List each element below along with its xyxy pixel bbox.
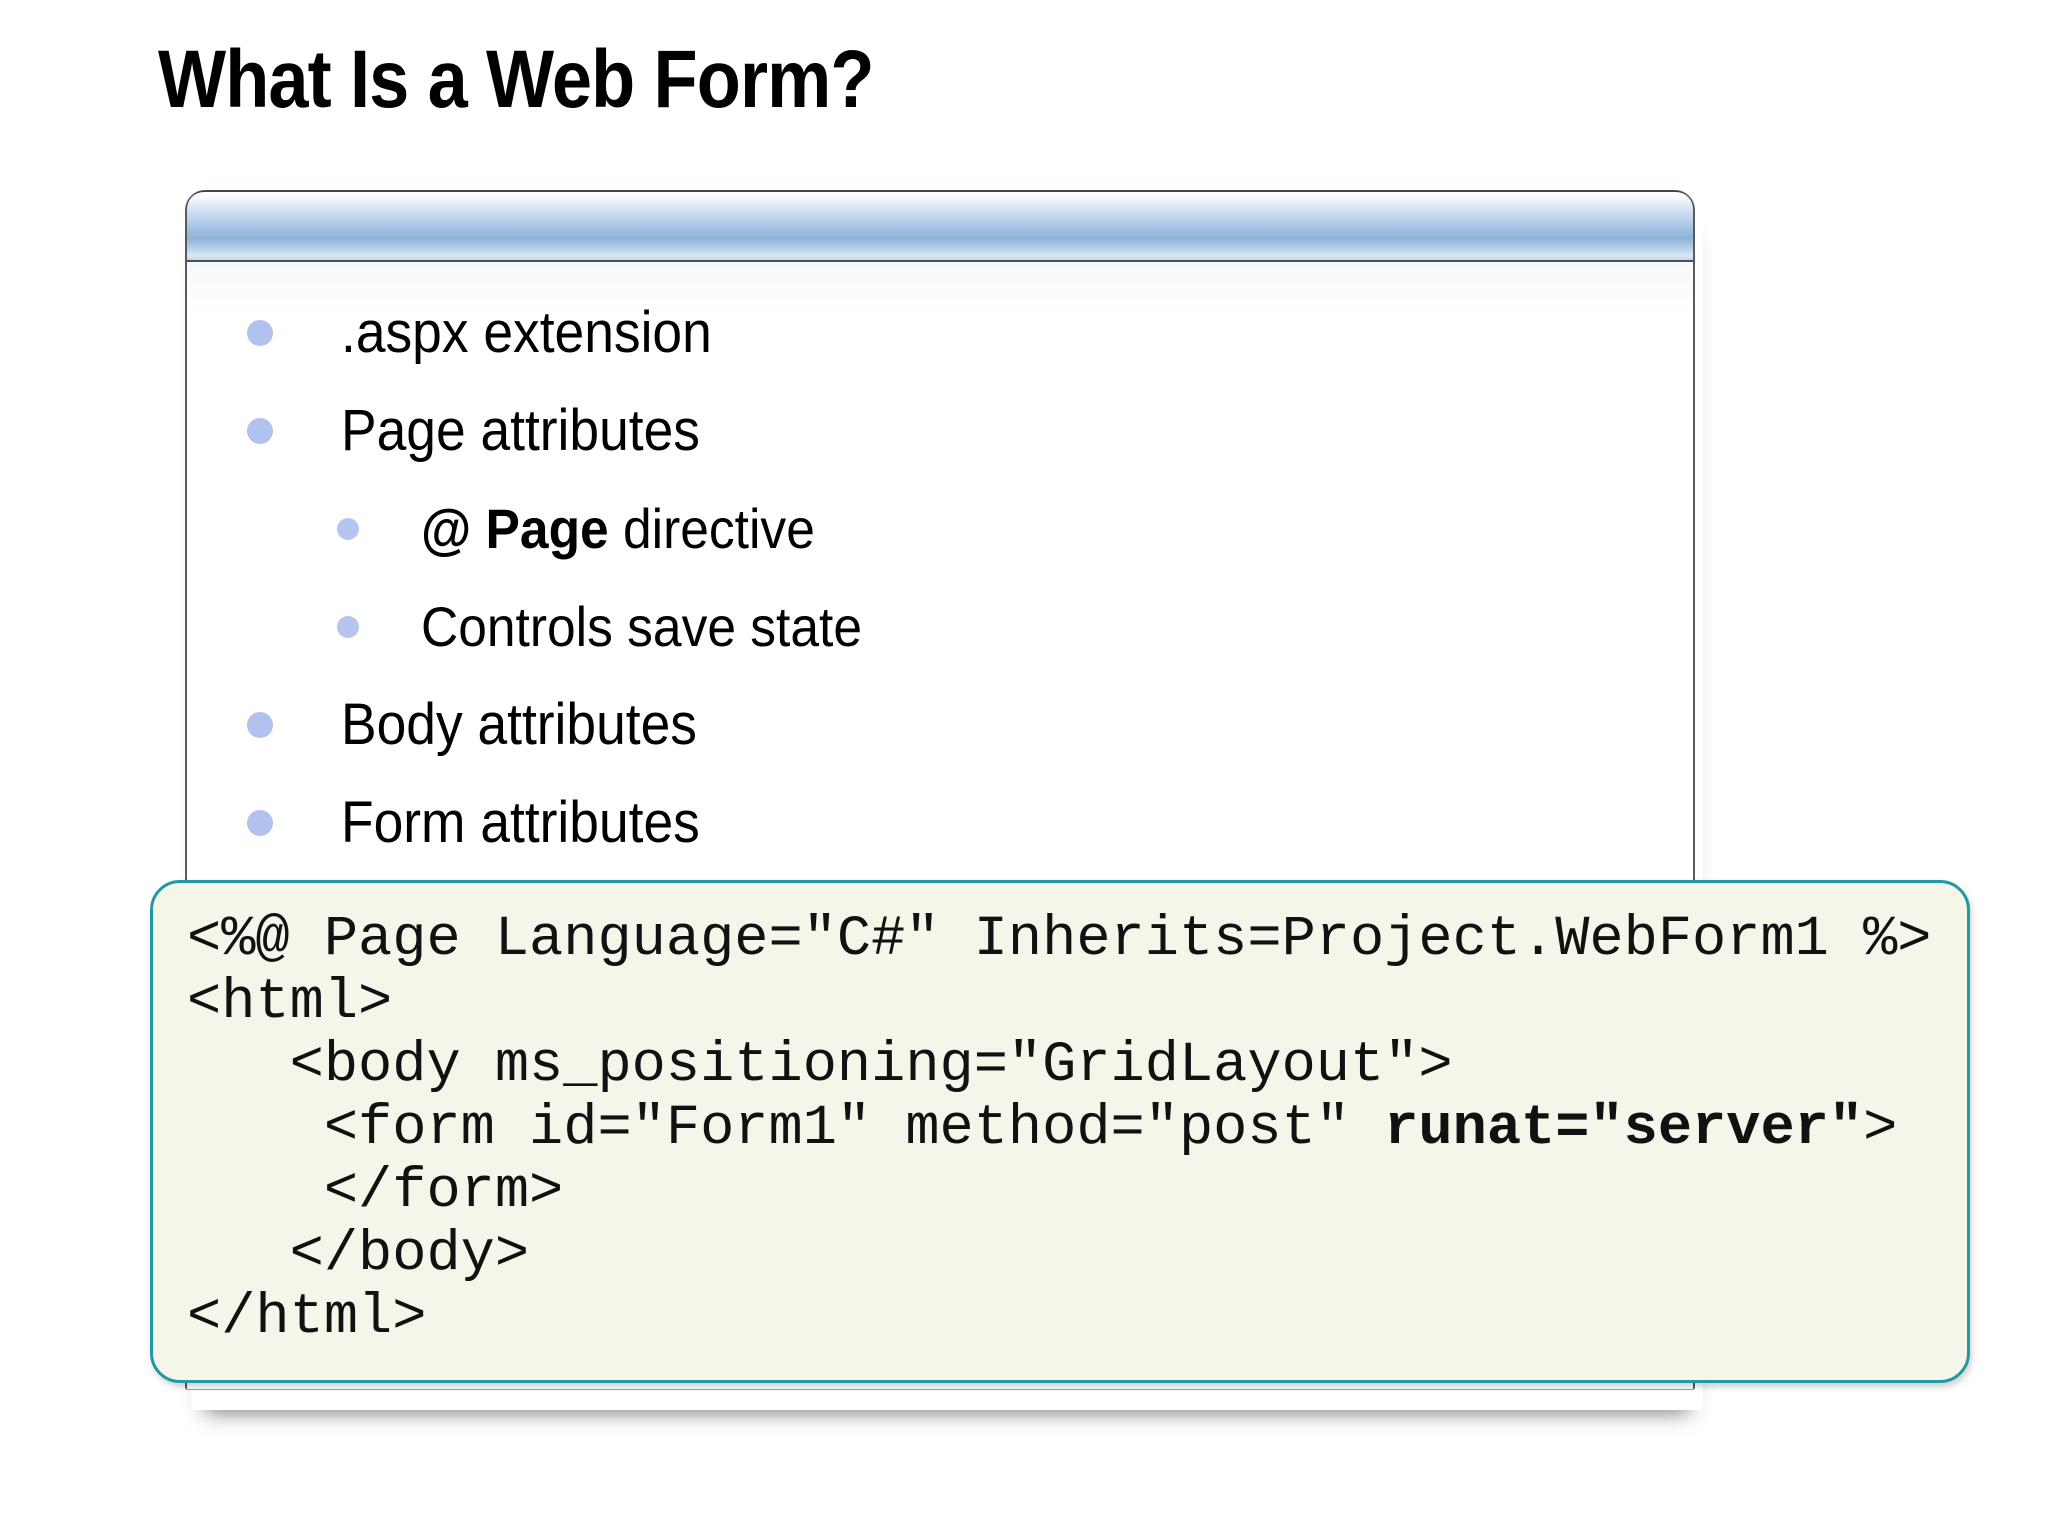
code-segment-runat-server: runat="server" bbox=[1384, 1097, 1864, 1161]
bullet-label-aspx-extension: .aspx extension bbox=[341, 300, 712, 365]
bullet-label-form-attributes: Form attributes bbox=[341, 790, 700, 855]
bullet-dot-icon bbox=[247, 320, 273, 346]
code-line: </form> bbox=[187, 1160, 564, 1224]
bullet-label-page-directive-rest: directive bbox=[608, 497, 815, 560]
bullet-dot-icon bbox=[247, 810, 273, 836]
bullet-label-page-directive-bold: @ Page bbox=[421, 497, 609, 560]
panel-title-bar bbox=[187, 190, 1693, 262]
bullet-label-page-attributes: Page attributes bbox=[341, 398, 700, 463]
bullet-label-controls-save-state: Controls save state bbox=[421, 595, 862, 658]
bullet-dot-icon bbox=[337, 616, 359, 638]
page-title: What Is a Web Form? bbox=[158, 34, 875, 125]
bullet-dot-icon bbox=[247, 418, 273, 444]
list-item: Page attributes bbox=[187, 382, 1693, 480]
code-line-form-tag: <form id="Form1" method="post" runat="se… bbox=[187, 1098, 1933, 1161]
code-line: <html> bbox=[187, 971, 393, 1035]
code-line: </body> bbox=[187, 1223, 530, 1287]
bullet-list: .aspx extension Page attributes @ Page d… bbox=[187, 284, 1693, 872]
code-line: <body ms_positioning="GridLayout"> bbox=[187, 1034, 1453, 1098]
list-item: Controls save state bbox=[187, 578, 1693, 676]
list-item: Body attributes bbox=[187, 676, 1693, 774]
bullet-label-page-directive: @ Page directive bbox=[421, 498, 815, 560]
code-line: <%@ Page Language="C#" Inherits=Project.… bbox=[187, 908, 1932, 972]
bullet-dot-icon bbox=[337, 518, 359, 540]
code-line: </html> bbox=[187, 1286, 427, 1350]
list-item: Form attributes bbox=[187, 774, 1693, 872]
bullet-label-body-attributes: Body attributes bbox=[341, 692, 697, 757]
bullet-dot-icon bbox=[247, 712, 273, 738]
code-segment-form-suffix: > bbox=[1863, 1097, 1898, 1161]
code-callout-box: <%@ Page Language="C#" Inherits=Project.… bbox=[150, 880, 1970, 1383]
list-item: @ Page directive bbox=[187, 480, 1693, 578]
list-item: .aspx extension bbox=[187, 284, 1693, 382]
code-segment-form-prefix: <form id="Form1" method="post" bbox=[187, 1097, 1385, 1161]
